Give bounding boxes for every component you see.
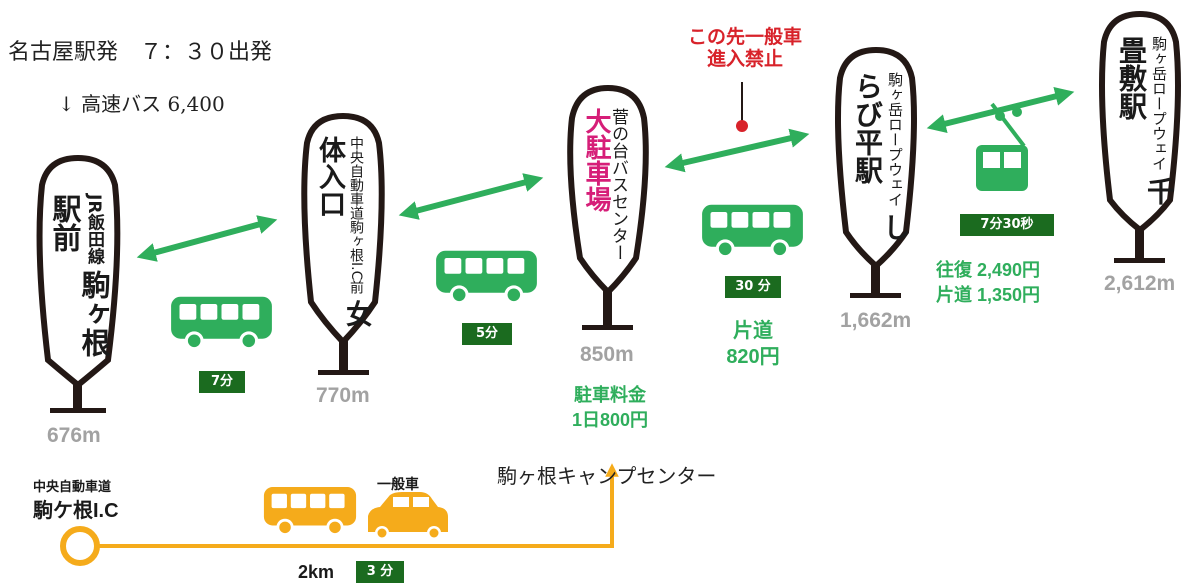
station-nyotai: 中央自動車道駒ヶ根I.C前 女体入口	[314, 136, 372, 336]
fare-line: 往復 2,490円	[936, 260, 1041, 280]
parking-fee: 駐車料金 1日800円	[555, 383, 665, 433]
car-label: 一般車	[377, 476, 419, 492]
station-line-label: JR飯田線	[84, 194, 104, 265]
bus-fare: 片道 820円	[718, 318, 788, 370]
parking-fee-line: 駐車料金	[574, 385, 646, 405]
fare-line: 片道 1,350円	[936, 285, 1041, 305]
station-line-label: 菅の台バスセンター	[608, 108, 628, 261]
station-line-label: 駒ヶ岳ロープウェイ	[1150, 36, 1168, 171]
orange-bus-icon	[263, 487, 357, 536]
sign-daichushajo	[567, 84, 649, 297]
departure-text: 名古屋駅発 ７：３０出発	[8, 40, 273, 65]
car-time-badge: 3 分	[356, 561, 404, 583]
station-komagane: JR飯田線 駒ヶ根駅前	[48, 194, 111, 364]
ic-label-bottom: 駒ケ根I.C	[33, 500, 119, 522]
signposts	[36, 10, 1181, 389]
station-daichushajo: 菅の台バスセンター 大駐車場	[581, 108, 628, 288]
fare-line: 820円	[726, 346, 780, 368]
distance-label: 2km	[298, 562, 335, 582]
parking-fee-line: 1日800円	[571, 410, 649, 430]
highway-bus-text: ↓ 高速バス 6,400	[58, 92, 225, 116]
station-name: 大駐車場	[581, 108, 611, 212]
fare-line: 片道	[733, 320, 773, 342]
car-icon	[368, 492, 448, 540]
bus-icon	[171, 296, 272, 351]
ic-label-top: 中央自動車道	[33, 479, 112, 494]
no-entry-line: 進入禁止	[706, 48, 783, 70]
sign-shirabidaira	[835, 46, 917, 271]
segment-time-badge: 7分	[199, 371, 245, 393]
connection-arrows	[136, 86, 1075, 262]
elevation-label: 676m	[47, 424, 101, 447]
elevation-label: 1,662m	[840, 309, 912, 332]
segment-time-badge: 30 分	[725, 276, 781, 298]
sign-nyotai-iriguchi	[301, 112, 385, 347]
sign-komagane-station	[36, 154, 121, 389]
car-route	[60, 463, 619, 566]
elevation-label: 770m	[316, 384, 370, 407]
elevation-label: 2,612m	[1104, 272, 1176, 295]
ropeway-time-badge: 7分30秒	[960, 214, 1054, 236]
no-entry-marker	[736, 120, 748, 132]
sign-senjojiki	[1099, 10, 1181, 234]
no-entry-line: この先一般車	[687, 26, 802, 48]
bus-icon	[702, 204, 803, 259]
segment-time-badge: 5分	[462, 323, 512, 345]
bus-icon	[436, 250, 537, 305]
station-line-label: 中央自動車道駒ヶ根I.C前	[348, 136, 364, 295]
ropeway-gondola-icon	[976, 102, 1028, 191]
station-name: しらび平駅	[851, 72, 912, 241]
no-entry-notice: この先一般車 進入禁止	[660, 26, 830, 70]
station-name: 女体入口	[314, 136, 372, 327]
ropeway-fare: 往復 2,490円 片道 1,350円	[936, 258, 1076, 308]
station-shirabidaira: 駒ヶ岳ロープウェイ しらび平駅	[851, 72, 912, 252]
station-name: 駒ヶ根駅前	[48, 194, 111, 357]
camp-center-label: 駒ヶ根キャンプセンター	[497, 464, 717, 488]
elevation-label: 850m	[580, 343, 634, 366]
station-line-label: 駒ヶ岳ロープウェイ	[886, 72, 904, 207]
station-name: 千畳敷駅	[1115, 36, 1176, 205]
station-senjojiki: 駒ヶ岳ロープウェイ 千畳敷駅	[1115, 36, 1176, 206]
